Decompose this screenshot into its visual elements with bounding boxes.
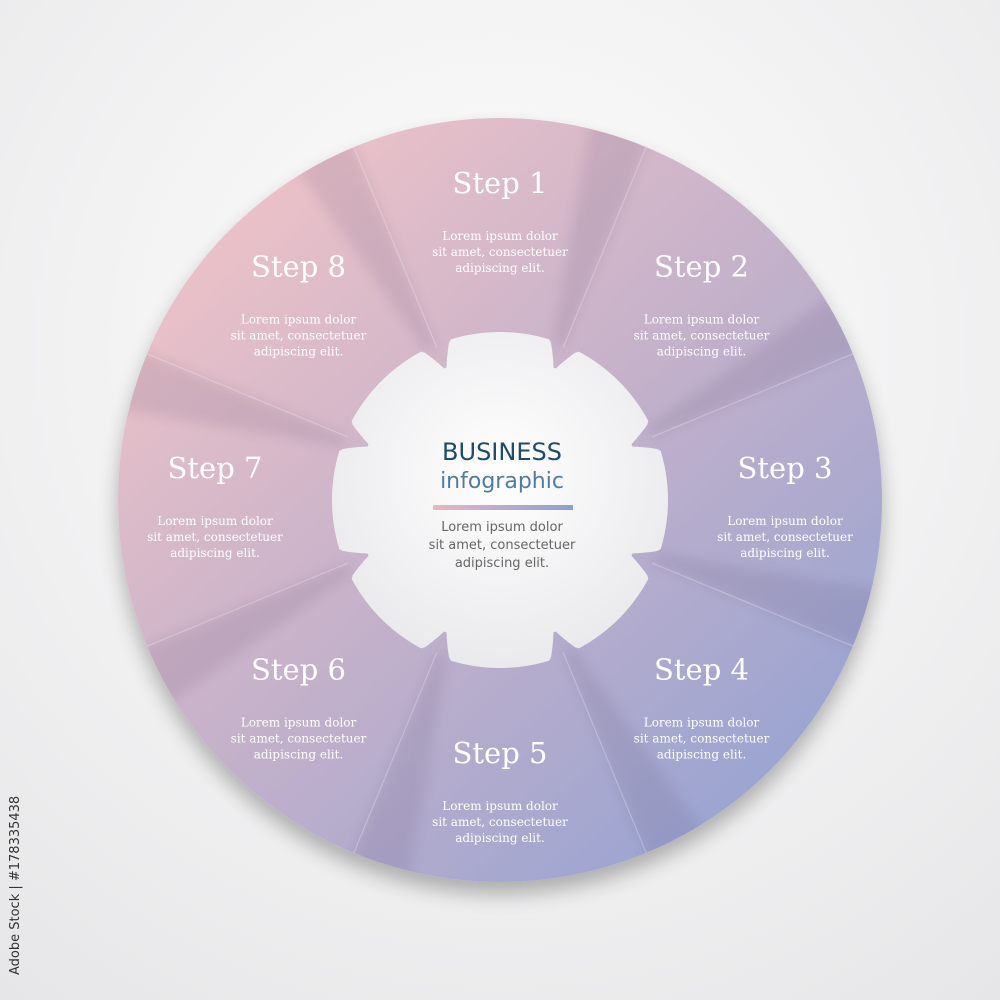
step-7-group: Step 7 Lorem ipsum dolor sit amet, consect… xyxy=(147,451,283,560)
step-1-desc-line-1: Lorem ipsum dolor xyxy=(442,229,558,243)
step-7-desc-line-1: Lorem ipsum dolor xyxy=(157,514,273,528)
segment-fold-shadow xyxy=(137,563,353,705)
step-7-title: Step 7 xyxy=(168,451,263,485)
step-3-desc-line-3: adipiscing elit. xyxy=(740,546,830,560)
step-labels: Step 1 Lorem ipsum dolor sit amet, consect… xyxy=(147,166,853,845)
segment-fold-shadow xyxy=(647,295,863,437)
step-2-desc-line-3: adipiscing elit. xyxy=(657,345,747,359)
step-5-desc-line-3: adipiscing elit. xyxy=(455,831,545,845)
step-6-group: Step 6 Lorem ipsum dolor sit amet, consect… xyxy=(231,653,367,762)
center-desc-line-1: Lorem ipsum dolor xyxy=(441,520,563,535)
step-3-title: Step 3 xyxy=(738,451,833,485)
segment-divider-line xyxy=(137,349,348,438)
step-1-title: Step 1 xyxy=(453,166,548,200)
step-6-title: Step 6 xyxy=(251,653,346,687)
step-6-desc-line-1: Lorem ipsum dolor xyxy=(241,716,357,730)
center-subtitle: infographic xyxy=(440,469,564,494)
step-1-desc-line-2: sit amet, consectetuer xyxy=(432,245,568,259)
step-3-desc-line-1: Lorem ipsum dolor xyxy=(727,514,843,528)
segment-divider-line xyxy=(562,137,651,348)
segment-fold-shadow xyxy=(552,118,651,348)
step-2-title: Step 2 xyxy=(654,250,749,284)
segment-divider-line xyxy=(562,652,651,863)
step-6-desc-line-3: adipiscing elit. xyxy=(254,748,344,762)
watermark-text: Adobe Stock | #178335438 xyxy=(8,795,23,975)
step-2-group: Step 2 Lorem ipsum dolor sit amet, consect… xyxy=(634,250,770,359)
step-7-desc-line-3: adipiscing elit. xyxy=(170,546,260,560)
step-3-desc-line-2: sit amet, consectetuer xyxy=(717,530,853,544)
step-3-group: Step 3 Lorem ipsum dolor sit amet, consect… xyxy=(717,451,853,560)
step-4-group: Step 4 Lorem ipsum dolor sit amet, consect… xyxy=(634,653,770,762)
segment-fold-shadow xyxy=(295,137,437,353)
step-1-desc-line-3: adipiscing elit. xyxy=(455,261,545,275)
center-title: BUSINESS xyxy=(442,438,562,466)
segment-dividers xyxy=(118,118,882,882)
segment-fold-shadow xyxy=(349,652,448,882)
step-2-desc-line-2: sit amet, consectetuer xyxy=(634,329,770,343)
center-desc-line-2: sit amet, consectetuer xyxy=(429,538,576,553)
step-5-desc-line-1: Lorem ipsum dolor xyxy=(442,799,558,813)
step-4-desc-line-2: sit amet, consectetuer xyxy=(634,732,770,746)
segment-divider-line xyxy=(137,562,348,651)
center-text-block: BUSINESS infographic Lorem ipsum dolor s… xyxy=(429,438,576,571)
center-hub xyxy=(332,332,668,668)
step-8-desc-line-1: Lorem ipsum dolor xyxy=(241,313,357,327)
segment-fold-shadow xyxy=(118,349,348,448)
step-2-desc-line-1: Lorem ipsum dolor xyxy=(644,313,760,327)
center-desc-line-3: adipiscing elit. xyxy=(455,556,549,571)
segment-fold-shadow xyxy=(652,552,882,651)
step-5-desc-line-2: sit amet, consectetuer xyxy=(432,815,568,829)
step-8-group: Step 8 Lorem ipsum dolor sit amet, consect… xyxy=(231,250,367,359)
step-7-desc-line-2: sit amet, consectetuer xyxy=(147,530,283,544)
segment-fold-shadow xyxy=(563,647,705,863)
step-4-desc-line-3: adipiscing elit. xyxy=(657,748,747,762)
center-divider xyxy=(433,505,573,510)
step-8-title: Step 8 xyxy=(251,250,346,284)
step-5-title: Step 5 xyxy=(453,736,548,770)
step-8-desc-line-2: sit amet, consectetuer xyxy=(231,329,367,343)
segment-divider-line xyxy=(652,562,863,651)
segment-divider-line xyxy=(349,137,438,348)
step-4-title: Step 4 xyxy=(654,653,749,687)
step-1-group: Step 1 Lorem ipsum dolor sit amet, consect… xyxy=(432,166,568,275)
step-6-desc-line-2: sit amet, consectetuer xyxy=(231,732,367,746)
step-5-group: Step 5 Lorem ipsum dolor sit amet, consect… xyxy=(432,736,568,845)
step-4-desc-line-1: Lorem ipsum dolor xyxy=(644,716,760,730)
segment-divider-line xyxy=(349,652,438,863)
step-8-desc-line-3: adipiscing elit. xyxy=(254,345,344,359)
segment-divider-line xyxy=(652,349,863,438)
